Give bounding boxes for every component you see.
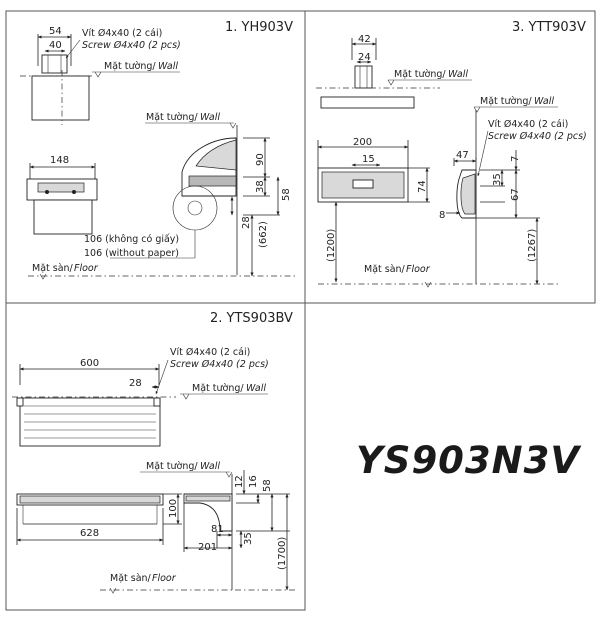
dim-628: 628 bbox=[80, 528, 99, 539]
wall2-label-vi: Mặt tường/ bbox=[146, 112, 198, 123]
dim-90: 90 bbox=[255, 153, 266, 166]
panel-yh903v: 1. YH903V 54 40 Vít Ø4x40 (2 cái) Screw … bbox=[20, 20, 295, 280]
wall-label-vi: Mặt tường/ bbox=[394, 69, 446, 80]
floor-label-en: Floor bbox=[406, 264, 431, 275]
side-view-rack: Mặt tường/ Wall 12 16 58 81 35 201 bbox=[140, 461, 290, 591]
panel-title: 1. YH903V bbox=[225, 20, 293, 35]
screw-label: Vít Ø4x40 (2 cái) Screw Ø4x40 (2 pcs) bbox=[65, 28, 181, 59]
dim-15: 15 bbox=[362, 154, 375, 165]
side-view-shelf: Mặt tường/ Wall Vít Ø4x40 (2 cái) Screw … bbox=[439, 96, 587, 285]
dim-148: 148 bbox=[50, 155, 69, 166]
dim-600: 600 bbox=[80, 358, 99, 369]
dim-201: 201 bbox=[198, 542, 217, 553]
wall-label-top: Mặt tường/ Wall bbox=[387, 69, 472, 86]
wall-label-en: Wall bbox=[448, 69, 468, 80]
dim-58: 58 bbox=[281, 188, 292, 201]
screw-label-vi: Vít Ø4x40 (2 cái) bbox=[488, 119, 568, 130]
dim-74: 74 bbox=[417, 180, 428, 193]
wall-label-en: Wall bbox=[158, 61, 178, 72]
dim-38: 38 bbox=[255, 180, 266, 193]
dim-35: 35 bbox=[243, 532, 254, 545]
dim-662: (662) bbox=[258, 221, 269, 248]
dim-12: 12 bbox=[234, 475, 245, 488]
wall2-label-en: Wall bbox=[534, 96, 554, 107]
dim-16: 16 bbox=[248, 475, 259, 488]
floor-label: Mặt sàn/ Floor bbox=[28, 263, 295, 280]
wall-label-vi: Mặt tường/ bbox=[192, 383, 244, 394]
floor-label: Mặt sàn/ Floor bbox=[100, 573, 296, 594]
dim-1267: (1267) bbox=[527, 229, 538, 262]
screw-label-en: Screw Ø4x40 (2 pcs) bbox=[170, 359, 269, 370]
floor-label-en: Floor bbox=[74, 263, 99, 274]
front-view-rack: 628 100 bbox=[16, 493, 182, 545]
wall-label-top: Mặt tường/ Wall bbox=[180, 383, 268, 400]
wall-label-top: Mặt tường/ Wall bbox=[92, 61, 180, 78]
screw-label-vi: Vít Ø4x40 (2 cái) bbox=[82, 28, 162, 39]
floor-label-vi: Mặt sàn/ bbox=[364, 264, 406, 275]
dim-28: 28 bbox=[241, 216, 252, 229]
wall-label-en: Wall bbox=[246, 383, 266, 394]
dim-58: 58 bbox=[262, 479, 273, 492]
dim-7: 7 bbox=[510, 156, 521, 162]
floor-label-vi: Mặt sàn/ bbox=[32, 263, 74, 274]
dim-24: 24 bbox=[358, 52, 371, 63]
dim-1700: (1700) bbox=[277, 537, 288, 570]
model-name: YS903N3V bbox=[356, 439, 582, 482]
wall2-label-en: Wall bbox=[200, 112, 220, 123]
screw-label-en: Screw Ø4x40 (2 pcs) bbox=[82, 40, 181, 51]
dim-1200: (1200) bbox=[326, 229, 337, 262]
panel-yts903bv: 2. YTS903BV 600 28 Vít Ø4x40 (2 cái) Scr… bbox=[12, 311, 296, 594]
panel-frames bbox=[5, 10, 596, 611]
dim-40: 40 bbox=[49, 40, 62, 51]
dim-54: 54 bbox=[49, 26, 62, 37]
panel-ytt903v: 3. YTT903V 42 24 Mặt tường/ Wall 200 bbox=[316, 20, 587, 288]
note-without-paper-en: 106 (without paper) bbox=[84, 248, 179, 259]
panel-title: 3. YTT903V bbox=[512, 20, 586, 35]
top-view-bracket: 54 40 bbox=[20, 26, 92, 125]
front-view-holder: 148 bbox=[26, 155, 98, 235]
wall-label-vi: Mặt tường/ bbox=[104, 61, 156, 72]
top-view-rack: 600 28 bbox=[12, 358, 176, 447]
screw-label: Vít Ø4x40 (2 cái) Screw Ø4x40 (2 pcs) bbox=[155, 347, 269, 395]
dim-67: 67 bbox=[510, 188, 521, 201]
front-view-shelf: 200 15 74 (1200) bbox=[317, 137, 430, 283]
panel-title: 2. YTS903BV bbox=[210, 311, 293, 326]
dim-35: 35 bbox=[492, 173, 503, 186]
top-view-bracket: 42 24 bbox=[316, 34, 440, 109]
wall2-label-vi: Mặt tường/ bbox=[480, 96, 532, 107]
dim-42: 42 bbox=[358, 34, 371, 45]
dim-28: 28 bbox=[129, 378, 142, 389]
dim-200: 200 bbox=[353, 137, 372, 148]
floor-label: Mặt sàn/ Floor bbox=[318, 264, 560, 288]
screw-label-vi: Vít Ø4x40 (2 cái) bbox=[170, 347, 250, 358]
dim-47: 47 bbox=[456, 150, 469, 161]
dim-8: 8 bbox=[439, 210, 445, 221]
screw-label-en: Screw Ø4x40 (2 pcs) bbox=[488, 131, 587, 142]
dim-81: 81 bbox=[211, 524, 224, 535]
wall2-label-en: Wall bbox=[200, 461, 220, 472]
floor-label-en: Floor bbox=[152, 573, 177, 584]
note-without-paper-vi: 106 (không có giấy) bbox=[84, 234, 179, 245]
wall2-label-vi: Mặt tường/ bbox=[146, 461, 198, 472]
floor-label-vi: Mặt sàn/ bbox=[110, 573, 152, 584]
dim-100: 100 bbox=[168, 499, 179, 518]
side-view-holder: Mặt tường/ Wall 90 38 58 28 (662) bbox=[110, 112, 292, 277]
